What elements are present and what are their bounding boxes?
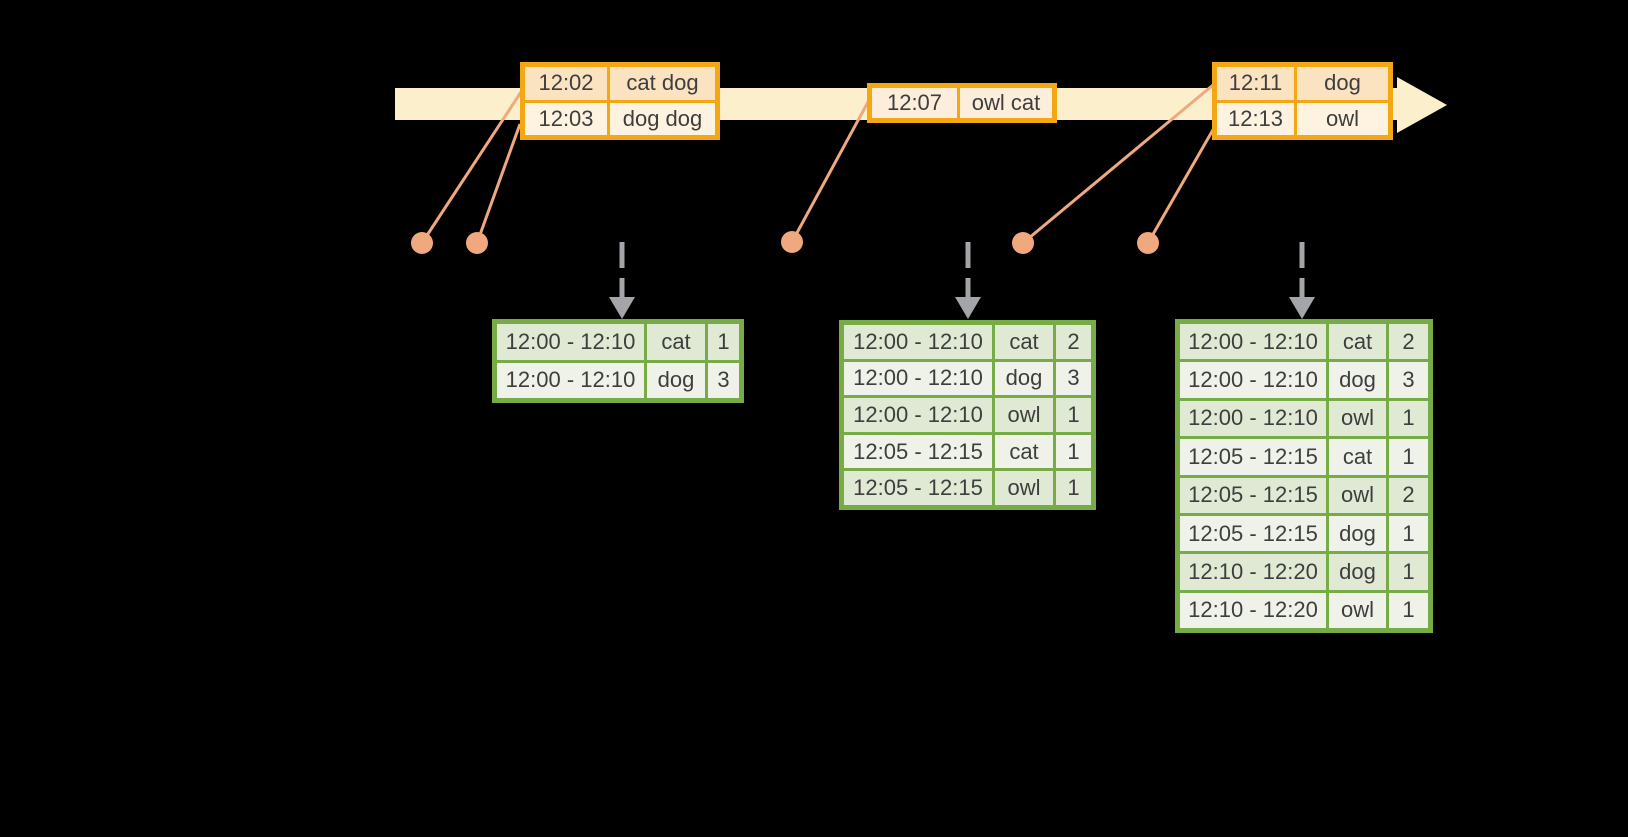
event-time-dot xyxy=(1012,232,1034,254)
event-table-3: 12:11 dog 12:13 owl xyxy=(1212,62,1393,140)
event-words-cell: owl xyxy=(1297,102,1388,135)
trigger-arrowhead-icon xyxy=(1289,297,1315,319)
window-cell: 12:00 - 12:10 xyxy=(1180,362,1326,398)
count-cell: 1 xyxy=(708,324,739,360)
count-cell: 3 xyxy=(708,362,739,398)
event-time-dot xyxy=(781,231,803,253)
event-time-cell: 12:02 xyxy=(525,67,607,100)
window-cell: 12:05 - 12:15 xyxy=(1180,439,1326,475)
event-words-cell: dog dog xyxy=(610,102,715,135)
word-cell: dog xyxy=(647,362,705,398)
word-cell: owl xyxy=(995,471,1053,505)
count-cell: 2 xyxy=(1389,477,1428,513)
word-cell: owl xyxy=(1329,477,1386,513)
window-cell: 12:00 - 12:10 xyxy=(497,362,644,398)
window-cell: 12:00 - 12:10 xyxy=(844,325,992,359)
event-connector-line xyxy=(1146,127,1216,244)
word-cell: owl xyxy=(995,398,1053,432)
window-cell: 12:05 - 12:15 xyxy=(844,471,992,505)
timeline-arrowhead-icon xyxy=(1397,77,1447,133)
window-cell: 12:00 - 12:10 xyxy=(1180,324,1326,360)
word-cell: dog xyxy=(995,361,1053,396)
event-time-cell: 12:03 xyxy=(525,102,607,135)
event-time-cell: 12:07 xyxy=(872,88,957,118)
event-words-cell: cat dog xyxy=(610,67,715,100)
event-words-cell: owl cat xyxy=(960,88,1052,118)
event-time-dot xyxy=(1137,232,1159,254)
event-connector-line xyxy=(420,91,523,244)
count-cell: 1 xyxy=(1389,592,1428,628)
count-cell: 1 xyxy=(1389,515,1428,552)
event-connector-line xyxy=(1022,83,1214,245)
count-cell: 1 xyxy=(1389,400,1428,437)
event-connector-line xyxy=(790,101,870,243)
count-cell: 1 xyxy=(1389,554,1428,590)
window-cell: 12:10 - 12:20 xyxy=(1180,554,1326,590)
word-cell: cat xyxy=(995,434,1053,469)
window-cell: 12:05 - 12:15 xyxy=(844,434,992,469)
event-time-cell: 12:11 xyxy=(1217,67,1294,100)
event-connector-line xyxy=(475,123,522,244)
trigger-arrowhead-icon xyxy=(609,297,635,319)
count-cell: 1 xyxy=(1389,439,1428,475)
result-table-3: 12:00 - 12:10 cat 2 12:00 - 12:10 dog 3 … xyxy=(1175,319,1433,633)
word-cell: cat xyxy=(995,325,1053,359)
word-cell: cat xyxy=(1329,439,1386,475)
trigger-arrowhead-icon xyxy=(955,297,981,319)
window-cell: 12:05 - 12:15 xyxy=(1180,515,1326,552)
event-table-2: 12:07 owl cat xyxy=(867,83,1057,123)
word-cell: owl xyxy=(1329,592,1386,628)
event-time-dot xyxy=(466,232,488,254)
window-cell: 12:10 - 12:20 xyxy=(1180,592,1326,628)
count-cell: 1 xyxy=(1056,471,1091,505)
count-cell: 1 xyxy=(1056,398,1091,432)
word-cell: dog xyxy=(1329,362,1386,398)
window-cell: 12:00 - 12:10 xyxy=(1180,400,1326,437)
window-cell: 12:00 - 12:10 xyxy=(844,361,992,396)
result-table-1: 12:00 - 12:10 cat 1 12:00 - 12:10 dog 3 xyxy=(492,319,744,403)
event-table-1: 12:02 cat dog 12:03 dog dog xyxy=(520,62,720,140)
word-cell: dog xyxy=(1329,515,1386,552)
event-time-cell: 12:13 xyxy=(1217,102,1294,135)
count-cell: 3 xyxy=(1389,362,1428,398)
count-cell: 1 xyxy=(1056,434,1091,469)
count-cell: 2 xyxy=(1056,325,1091,359)
result-table-2: 12:00 - 12:10 cat 2 12:00 - 12:10 dog 3 … xyxy=(839,320,1096,510)
word-cell: cat xyxy=(1329,324,1386,360)
word-cell: dog xyxy=(1329,554,1386,590)
event-words-cell: dog xyxy=(1297,67,1388,100)
window-cell: 12:00 - 12:10 xyxy=(497,324,644,360)
count-cell: 2 xyxy=(1389,324,1428,360)
event-time-dot xyxy=(411,232,433,254)
word-cell: owl xyxy=(1329,400,1386,437)
count-cell: 3 xyxy=(1056,361,1091,396)
window-cell: 12:00 - 12:10 xyxy=(844,398,992,432)
window-cell: 12:05 - 12:15 xyxy=(1180,477,1326,513)
word-cell: cat xyxy=(647,324,705,360)
